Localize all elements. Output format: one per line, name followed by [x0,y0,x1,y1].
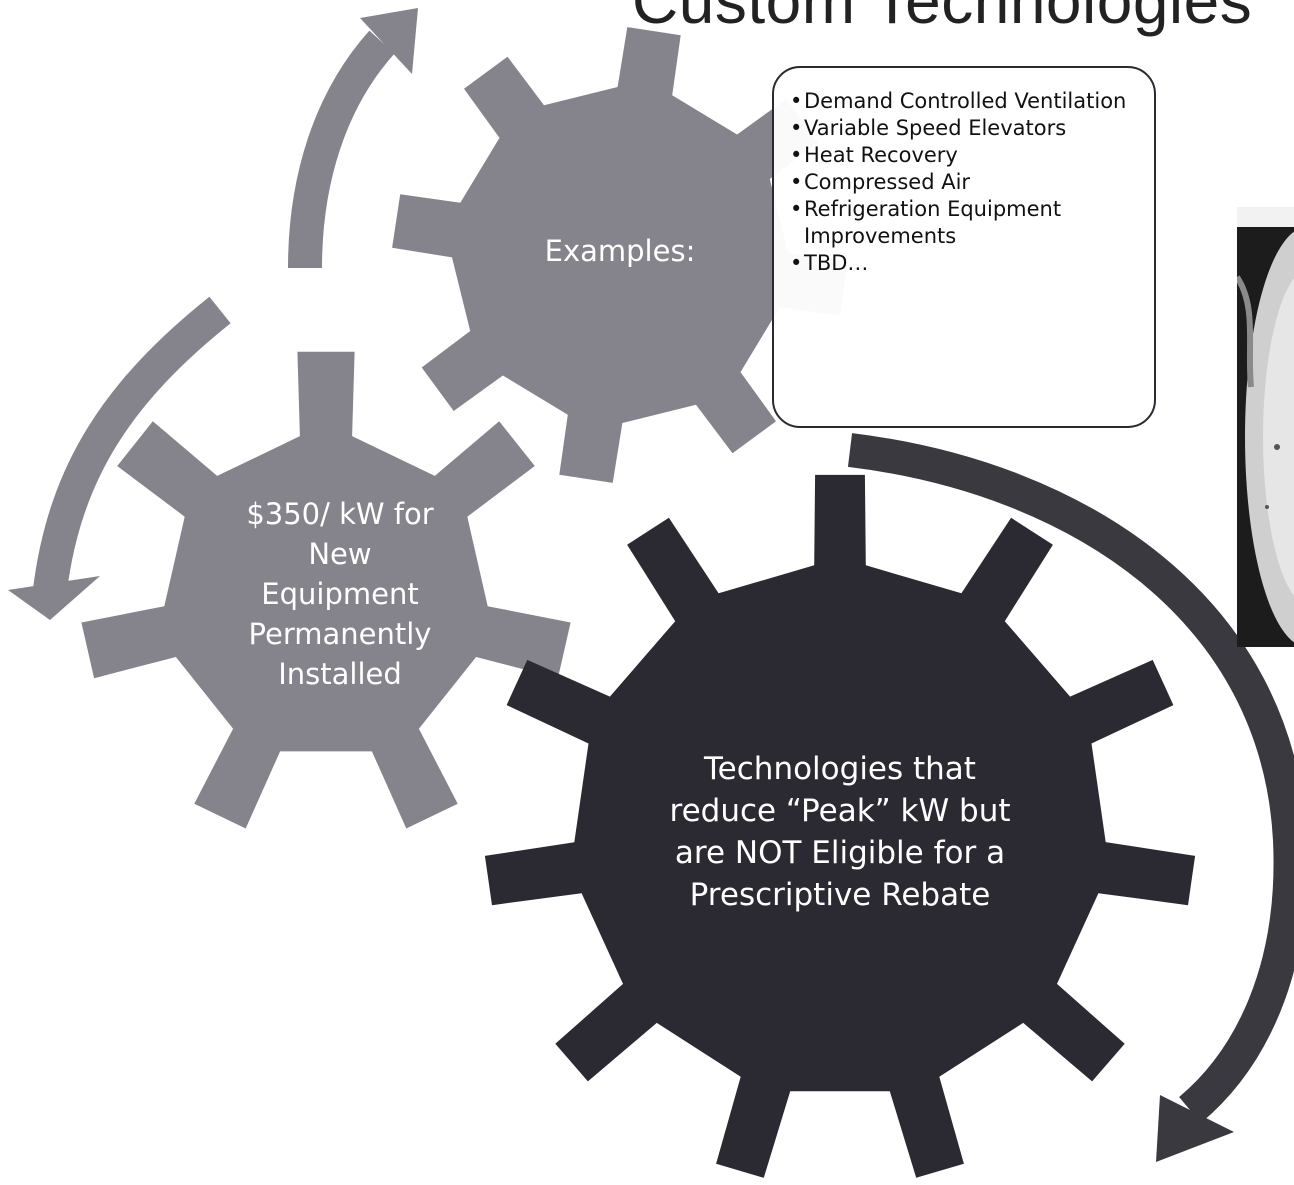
gear-rebate-line: $350/ kW for [246,497,434,531]
photo-image-graphic [1237,207,1294,647]
gear-examples [392,27,848,483]
photo-image [1237,207,1294,647]
examples-list-item: TBD… [790,250,1146,277]
examples-callout: Demand Controlled Ventilation Variable S… [772,66,1156,428]
gear-left-shape [81,351,571,829]
gear-rebate-line: Installed [278,657,402,691]
gear-big-shape [484,474,1196,1178]
arrow-down-left-icon [8,296,231,620]
gear-technologies-line: Technologies that [704,751,976,787]
arrow-clockwise-dark-icon [847,433,1294,1162]
gear-technologies-line: are NOT Eligible for a [674,835,1006,871]
gear-rebate-line: Permanently [248,617,432,651]
gear-technologies-line: Prescriptive Rebate [689,877,991,913]
examples-list: Demand Controlled Ventilation Variable S… [790,88,1146,277]
gear-rebate-line: New [308,537,372,571]
gear-rebate-line: Equipment [261,577,419,611]
gear-technologies [484,474,1196,1178]
gear-rebate [81,351,571,829]
gear-examples-label: Examples: [544,234,696,268]
slide-title: Custom Technologies [632,0,1253,37]
examples-list-item: Demand Controlled Ventilation [790,88,1146,115]
gear-technologies-line: reduce “Peak” kW but [669,793,1011,829]
examples-list-item: Heat Recovery [790,142,1146,169]
arrow-up-right-icon [288,8,418,269]
gear-top-shape [392,27,848,483]
examples-list-item: Variable Speed Elevators [790,115,1146,142]
examples-list-item: Compressed Air [790,169,1146,196]
examples-list-item: Refrigeration Equipment Improvements [790,196,1146,250]
gear-technologies-label: Technologies that reduce “Peak” kW but a… [590,748,1090,916]
gear-rebate-label: $350/ kW for New Equipment Permanently I… [210,494,470,694]
